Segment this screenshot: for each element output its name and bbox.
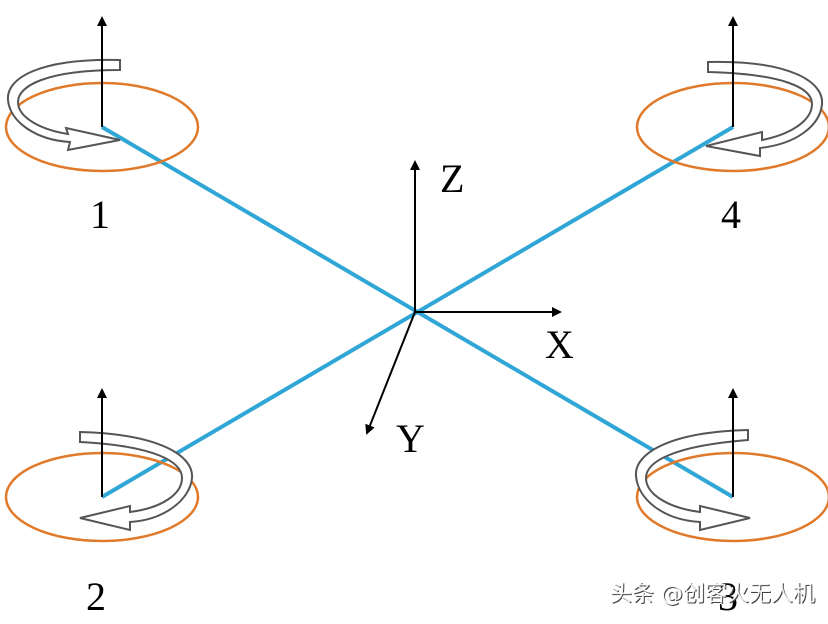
rotor-3: 3: [634, 388, 828, 619]
rotor-4-label: 4: [721, 192, 741, 237]
rotor-1-label: 1: [90, 192, 110, 237]
rotation-arrow-icon: [634, 428, 751, 532]
rotation-arrow-icon: [79, 430, 194, 532]
watermark: 头条 @创客火无人机 头条 @创客火无人机: [610, 582, 816, 608]
rotor-4: 4: [635, 16, 828, 237]
x-axis-label: X: [545, 322, 574, 367]
z-axis-label: Z: [440, 156, 464, 201]
rotor-2: 2: [4, 388, 200, 619]
y-axis-label: Y: [396, 416, 425, 461]
y-axis-arrow: [365, 311, 416, 435]
watermark-text: 头条 @创客火无人机: [610, 582, 815, 607]
svg-text:头条 @创客火无人机: 头条 @创客火无人机: [611, 583, 816, 608]
rotation-arrow-icon: [705, 60, 824, 158]
rotor-3-label: 3: [718, 574, 738, 619]
body-axes: Z X Y: [365, 156, 574, 461]
rotor-2-label: 2: [86, 574, 106, 619]
rotor-1: 1: [4, 16, 200, 237]
rotation-arrow-icon: [6, 58, 121, 152]
